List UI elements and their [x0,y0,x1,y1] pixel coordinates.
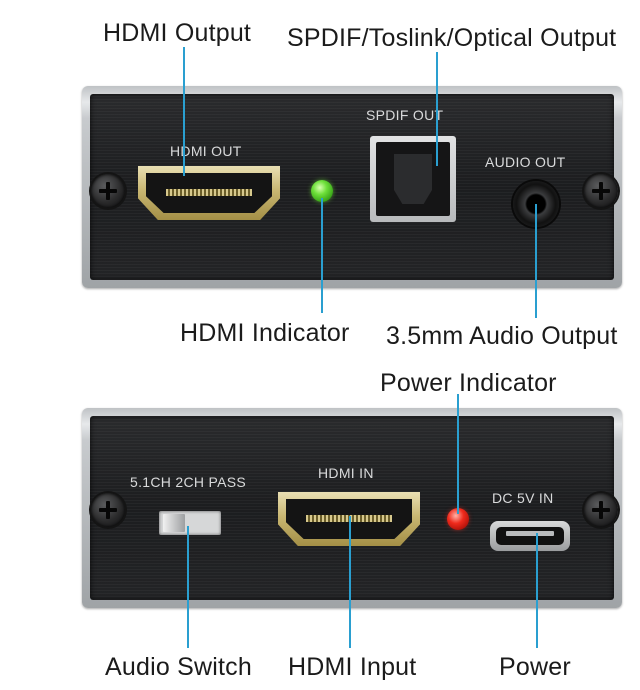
callout-power-indicator: Power Indicator [380,369,557,397]
dc-power-port [490,521,570,551]
power-indicator-led [447,508,469,530]
callout-power: Power [499,653,571,681]
screw-icon [584,493,618,527]
callout-audio-switch: Audio Switch [105,653,252,681]
screw-icon [91,174,125,208]
label-hdmi-out: HDMI OUT [170,143,242,159]
hdmi-in-port [278,492,420,546]
label-dc-in: DC 5V IN [492,490,554,506]
label-audio-out: AUDIO OUT [485,154,566,170]
callout-spdif-output: SPDIF/Toslink/Optical Output [287,24,617,52]
hdmi-out-port [138,166,280,220]
screw-icon [91,493,125,527]
hdmi-indicator-led [311,180,333,202]
label-hdmi-in: HDMI IN [318,465,374,481]
audio-out-jack [513,181,559,227]
screw-icon [584,174,618,208]
callout-hdmi-output: HDMI Output [103,19,252,47]
callout-hdmi-indicator: HDMI Indicator [180,319,350,347]
back-panel [82,408,622,608]
label-audio-switch: 5.1CH 2CH PASS [130,474,246,490]
spdif-optical-port [370,136,456,222]
callout-audio-output: 3.5mm Audio Output [386,322,618,350]
label-spdif-out: SPDIF OUT [366,107,444,123]
callout-hdmi-input: HDMI Input [288,653,417,681]
audio-switch [159,511,221,535]
